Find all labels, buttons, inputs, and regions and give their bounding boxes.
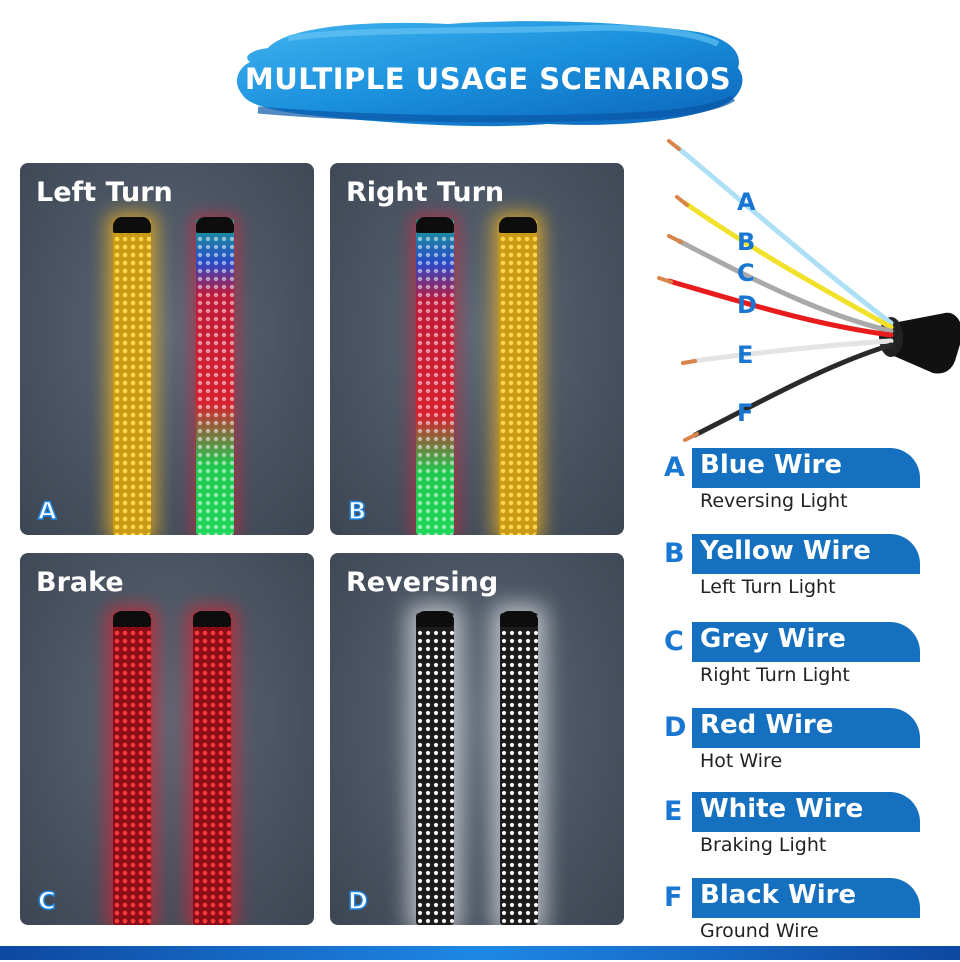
- wire-harness-diagram: A B C D E F: [657, 139, 960, 442]
- legend-wire-function: Reversing Light: [700, 490, 848, 512]
- legend-wire-name: Yellow Wire: [700, 536, 871, 566]
- rod-cap: [499, 217, 537, 233]
- header-banner: MULTIPLE USAGE SCENARIOS: [228, 18, 748, 130]
- copper-tip: [667, 139, 681, 151]
- wire-legend-item-b: B Yellow Wire Left Turn Light: [660, 534, 950, 618]
- legend-wire-function: Right Turn Light: [700, 664, 850, 686]
- legend-rule: [692, 486, 920, 488]
- rod-cap: [416, 611, 454, 627]
- led-rod-multicolor: [416, 217, 454, 535]
- copper-tip: [681, 359, 697, 365]
- legend-rule: [692, 746, 920, 748]
- legend-wire-name: White Wire: [700, 794, 864, 824]
- copper-tip: [675, 195, 689, 207]
- panel-brake: Brake C: [20, 553, 314, 925]
- panel-reversing: Reversing D: [330, 553, 624, 925]
- copper-tip: [683, 432, 699, 442]
- panel-title: Brake: [36, 567, 124, 598]
- wire-legend-item-d: D Red Wire Hot Wire: [660, 708, 950, 792]
- led-rod-amber: [113, 217, 151, 535]
- legend-tab: [692, 792, 920, 830]
- legend-tab: [692, 878, 920, 916]
- legend-letter: E: [664, 796, 683, 827]
- legend-rule: [692, 660, 920, 662]
- led-rod-red: [113, 611, 151, 925]
- led-rod-multicolor: [196, 217, 234, 535]
- diagram-label: A: [737, 188, 756, 216]
- panel-title: Reversing: [346, 567, 499, 598]
- panel-letter: D: [347, 886, 368, 916]
- legend-tab: [692, 448, 920, 486]
- led-rod-white: [500, 611, 538, 925]
- legend-rule: [692, 572, 920, 574]
- legend-wire-function: Braking Light: [700, 834, 827, 856]
- legend-wire-function: Left Turn Light: [700, 576, 836, 598]
- legend-wire-name: Red Wire: [700, 710, 834, 740]
- panel-letter: B: [347, 496, 367, 526]
- legend-rule: [692, 830, 920, 832]
- wire-legend-item-a: A Blue Wire Reversing Light: [660, 448, 950, 532]
- rod-cap: [113, 611, 151, 627]
- panel-title: Left Turn: [36, 177, 173, 208]
- legend-tab: [692, 708, 920, 746]
- legend-wire-name: Black Wire: [700, 880, 857, 910]
- led-rod-white: [416, 611, 454, 925]
- led-rod-red: [193, 611, 231, 925]
- panel-letter: C: [37, 886, 56, 916]
- legend-rule: [692, 916, 920, 918]
- diagram-label: C: [737, 259, 755, 287]
- rod-cap: [193, 611, 231, 627]
- wire-b-yellow: [682, 200, 894, 330]
- legend-letter: C: [664, 626, 684, 657]
- panel-left-turn: Left Turn A: [20, 163, 314, 535]
- legend-letter: D: [664, 712, 687, 743]
- wire-c-grey: [676, 238, 894, 334]
- copper-tip: [667, 234, 683, 244]
- legend-wire-function: Ground Wire: [700, 920, 819, 942]
- diagram-label: D: [737, 291, 757, 319]
- panel-letter: A: [37, 496, 57, 526]
- legend-tab: [692, 534, 920, 572]
- rod-cap: [113, 217, 151, 233]
- panel-title: Right Turn: [346, 177, 505, 208]
- wire-legend-item-f: F Black Wire Ground Wire: [660, 878, 950, 962]
- paint-stroke-background: [236, 21, 743, 127]
- wire-f-black: [692, 342, 894, 438]
- legend-tab: [692, 622, 920, 660]
- legend-letter: F: [664, 882, 683, 913]
- legend-wire-function: Hot Wire: [700, 750, 783, 772]
- page-title: MULTIPLE USAGE SCENARIOS: [244, 62, 732, 96]
- diagram-label: E: [737, 341, 753, 369]
- copper-tip: [657, 276, 673, 284]
- rod-cap: [196, 217, 234, 233]
- legend-wire-name: Blue Wire: [700, 450, 842, 480]
- wire-d-red: [666, 278, 894, 338]
- wire-legend-item-c: C Grey Wire Right Turn Light: [660, 622, 950, 706]
- legend-letter: A: [664, 452, 685, 483]
- rod-cap: [500, 611, 538, 627]
- legend-wire-name: Grey Wire: [700, 624, 846, 654]
- diagram-label: F: [737, 399, 753, 427]
- panel-right-turn: Right Turn B: [330, 163, 624, 535]
- cable-jacket: [887, 312, 960, 374]
- diagram-label: B: [737, 228, 755, 256]
- legend-letter: B: [664, 538, 685, 569]
- wire-a-blue: [674, 144, 894, 326]
- rod-cap: [416, 217, 454, 233]
- led-rod-amber: [499, 217, 537, 535]
- wire-legend-item-e: E White Wire Braking Light: [660, 792, 950, 876]
- bottom-accent-bar: [0, 946, 960, 960]
- wire-e-white: [690, 338, 894, 364]
